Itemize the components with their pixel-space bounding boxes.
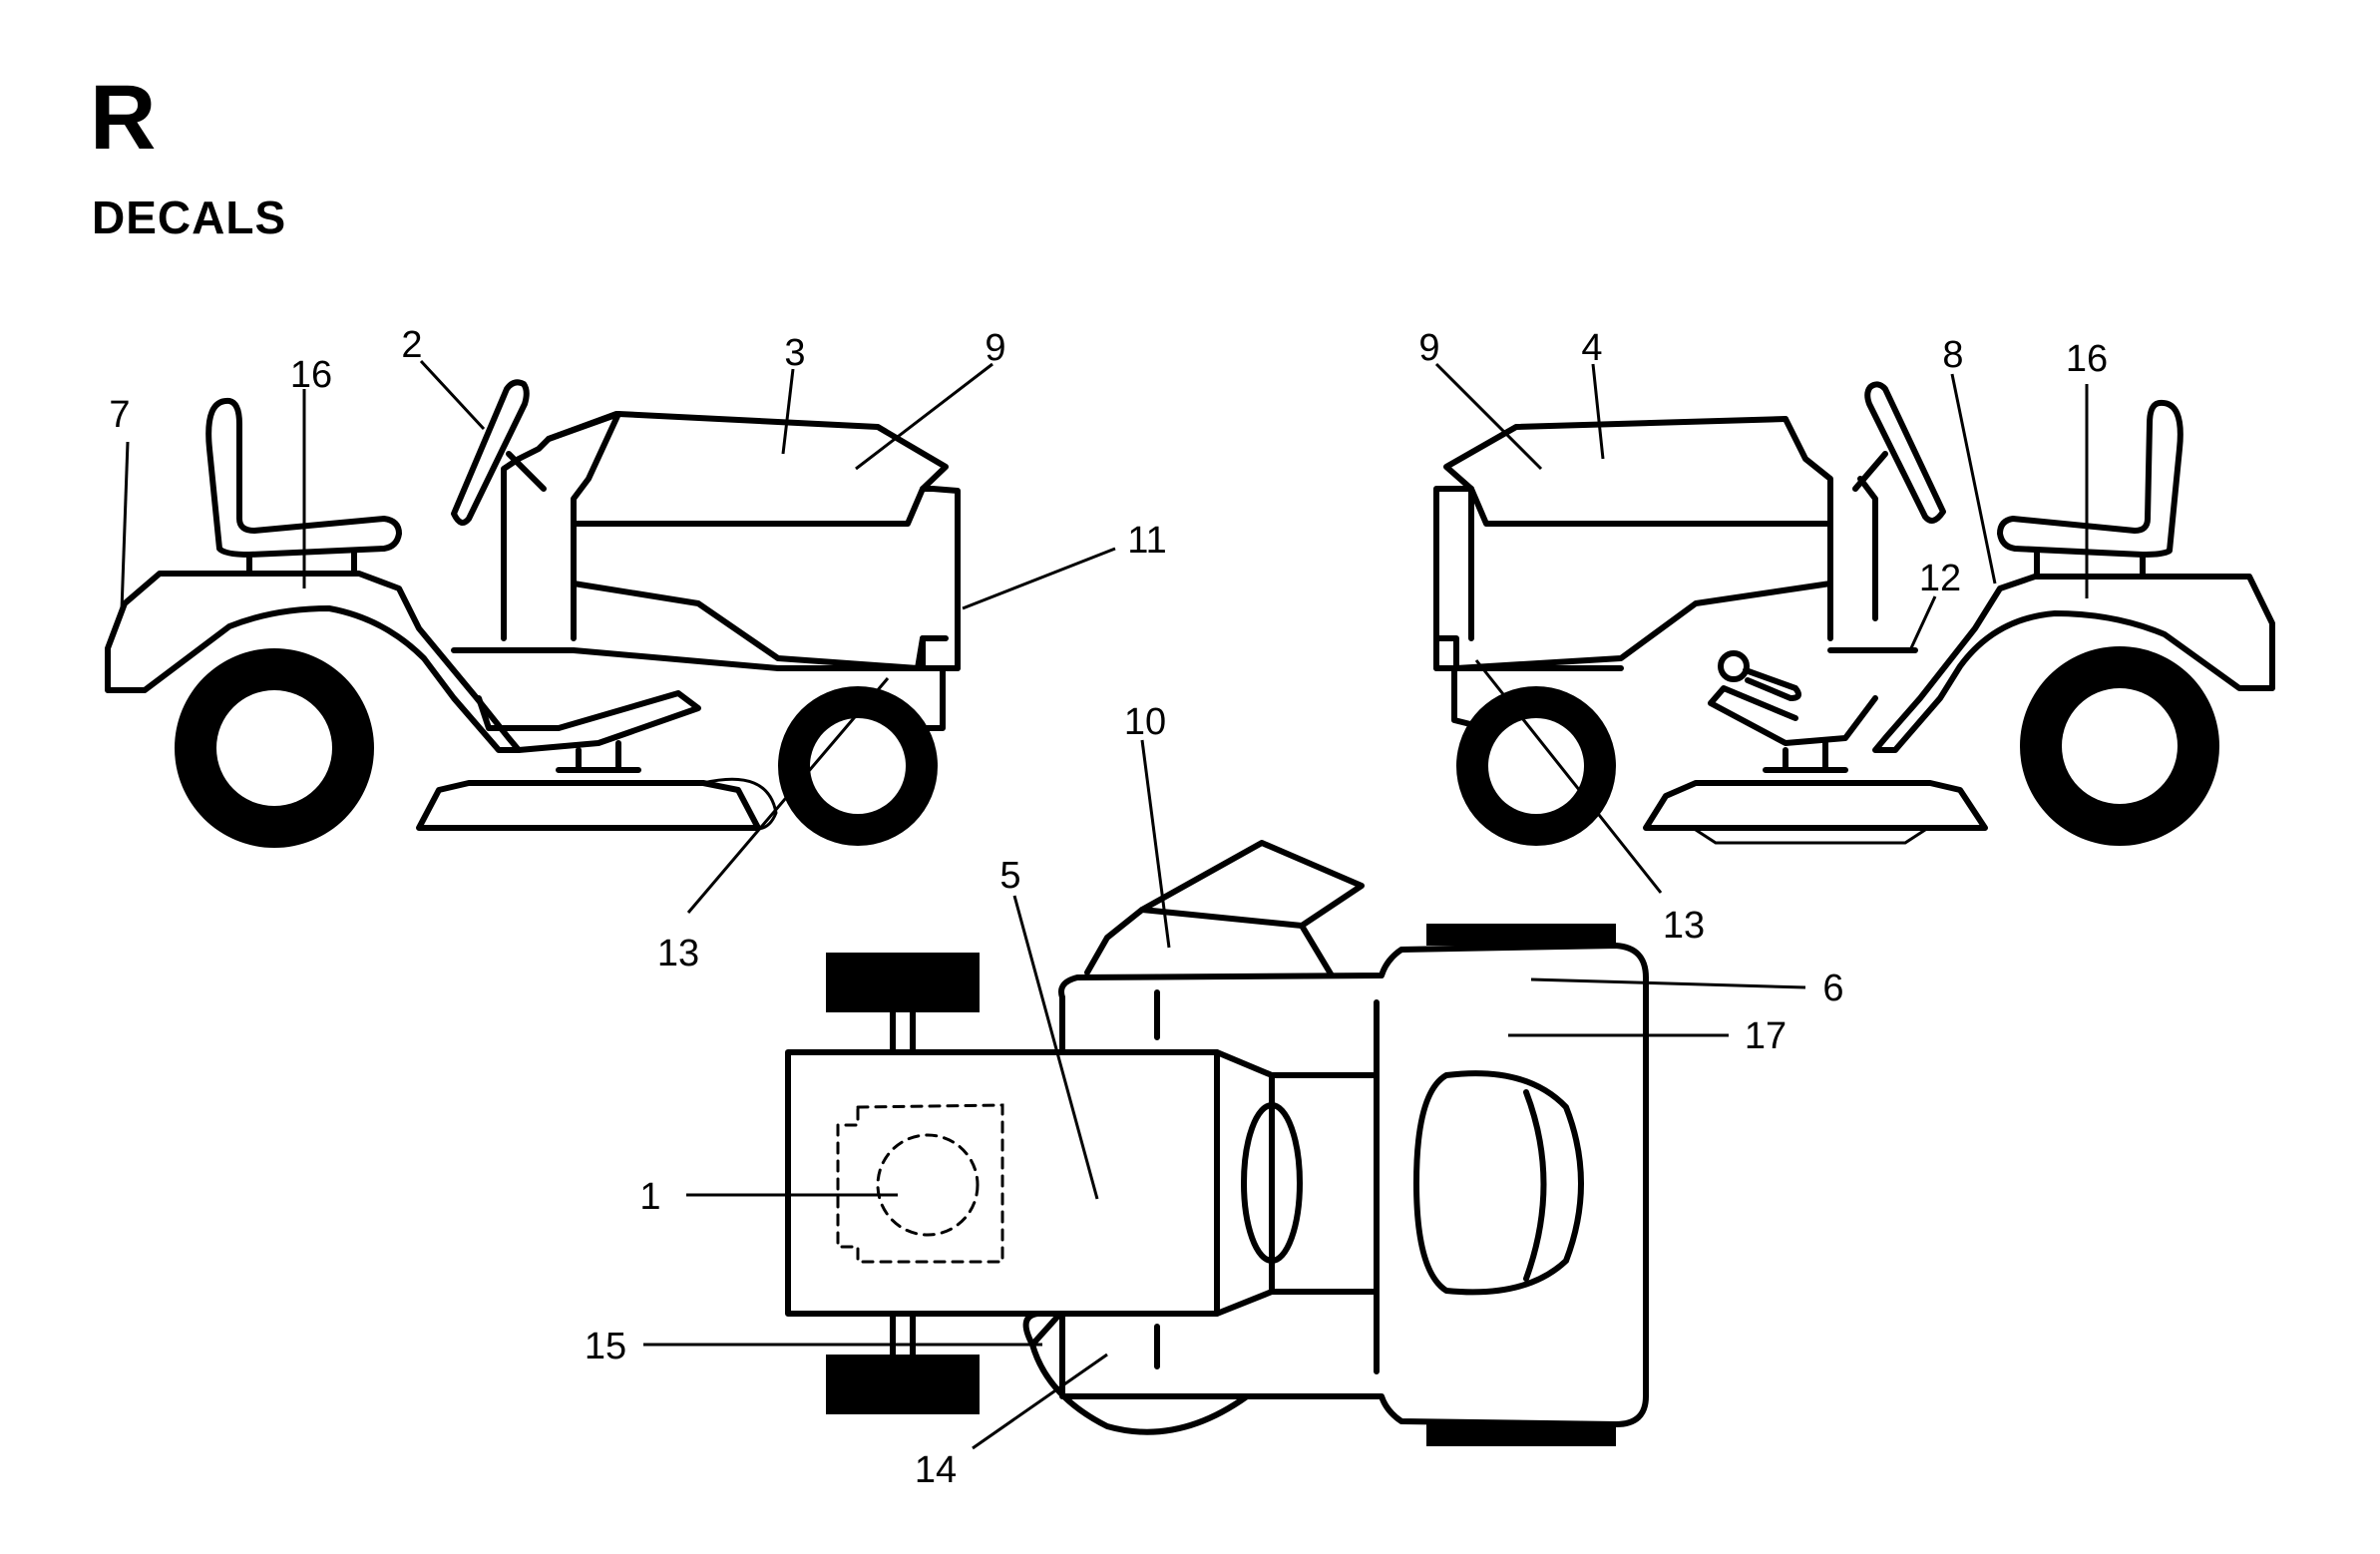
right-seat: [1997, 399, 2183, 558]
top-front-tire-upper: [826, 953, 980, 1012]
top-hood: [785, 1049, 1220, 1317]
callout-1: 1: [639, 1176, 660, 1218]
left-hood: [546, 411, 949, 671]
left-mower-deck: [416, 780, 761, 831]
callout-4: 4: [1581, 327, 1602, 369]
callout-16-left: 16: [290, 354, 332, 396]
callout-8: 8: [1942, 334, 1963, 376]
callout-9-right: 9: [1418, 327, 1439, 369]
callout-2: 2: [401, 324, 422, 366]
page-title: DECALS: [92, 192, 287, 243]
callout-17: 17: [1745, 1015, 1786, 1057]
top-front-tire-lower: [826, 1355, 980, 1414]
callout-15: 15: [585, 1326, 626, 1367]
right-steering-wheel: [1864, 381, 1946, 524]
top-engine-outline: [836, 1103, 1004, 1264]
callout-14: 14: [915, 1449, 957, 1491]
callout-9-left: 9: [985, 327, 1005, 369]
top-seat: [1413, 1070, 1584, 1296]
callout-13-right: 13: [1663, 905, 1705, 947]
callout-5: 5: [999, 855, 1020, 897]
top-rear-tire-lower: [1426, 1424, 1616, 1446]
top-view-mower: [785, 840, 1649, 1446]
callout-12: 12: [1919, 558, 1961, 599]
top-steering-column: [1241, 1102, 1303, 1264]
right-side-view-mower: [1433, 381, 2275, 846]
callout-labels: 7 16 2 3 9 11 13 9 4 8 16 12 13 10 5 1 6…: [109, 324, 2108, 1491]
right-lever-knob: [1718, 650, 1750, 682]
right-rear-fender: [1872, 574, 2275, 753]
leader-lines: [120, 359, 2089, 1450]
callout-16-right: 16: [2066, 338, 2108, 380]
left-seat: [205, 397, 402, 558]
left-side-view-mower: [105, 379, 961, 848]
right-mower-deck: [1643, 780, 1988, 831]
top-mower-deck: [1029, 943, 1649, 1435]
left-rear-fender: [105, 571, 522, 753]
right-hood: [1433, 416, 1833, 671]
top-discharge-chute: [1139, 840, 1365, 978]
callout-6: 6: [1822, 968, 1843, 1009]
top-rear-tire-upper: [1426, 924, 1616, 946]
callout-7: 7: [109, 394, 130, 436]
left-steering-wheel: [451, 379, 530, 526]
section-letter: R: [90, 67, 157, 169]
callout-13-left: 13: [657, 933, 699, 974]
callout-11: 11: [1127, 520, 1166, 562]
callout-10: 10: [1124, 701, 1166, 743]
callout-3: 3: [784, 332, 805, 374]
